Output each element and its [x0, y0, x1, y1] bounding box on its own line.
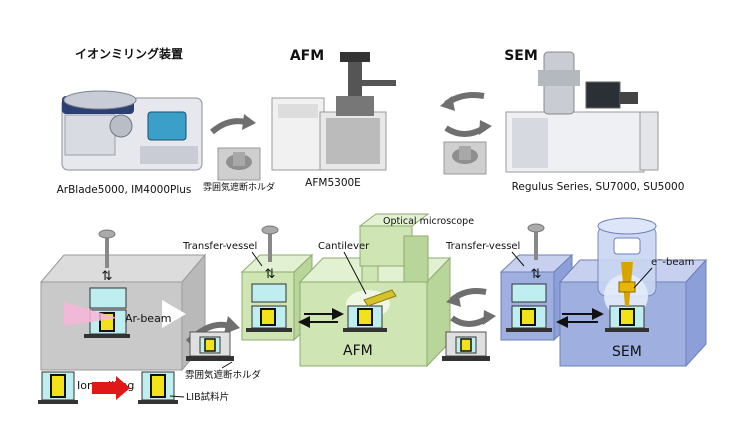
ebeam-label: e⁻-beam	[651, 257, 694, 268]
arrow-head-icon	[446, 292, 461, 307]
ar-beam-label: Ar-beam	[125, 312, 172, 325]
optical-microscope-label: Optical microscope	[383, 216, 474, 227]
transfer-arrow-icon	[444, 125, 486, 137]
arrow-head-icon	[440, 96, 455, 111]
up-down-arrows-icon: ⇅	[102, 269, 113, 284]
transfer-vessel-pointer	[251, 251, 263, 267]
ion-milling-device-image	[61, 90, 203, 171]
ion-milling-chamber: ⇅	[39, 229, 207, 372]
transfer-arrow-icon	[450, 315, 490, 327]
ion-milling-models: ArBlade5000, IM4000Plus	[57, 184, 192, 196]
lib-sample-after-icon	[138, 371, 178, 404]
lib-pointer	[169, 395, 185, 398]
holder-label-top: 雰囲気遮断ホルダ	[203, 181, 275, 193]
holder-pointer	[221, 361, 233, 369]
holder-photo-image	[217, 147, 261, 181]
arrow-head-icon	[224, 316, 240, 334]
up-down-arrows-icon: ⇅	[265, 267, 276, 282]
holder-icon	[186, 331, 234, 361]
arrow-head-icon	[479, 120, 492, 135]
cantilever-label: Cantilever	[318, 241, 370, 252]
arrow-head-icon	[242, 114, 256, 130]
lib-sample-before-icon	[38, 371, 78, 404]
lib-sample-label: LIB試料片	[186, 391, 229, 403]
holder-photo-image	[443, 141, 487, 175]
afm-device-image	[271, 52, 396, 171]
holder-label-bottom: 雰囲気遮断ホルダ	[185, 369, 262, 381]
sem-models: Regulus Series, SU7000, SU5000	[512, 181, 685, 193]
afm-title: AFM	[290, 48, 324, 64]
sem-chamber-label: SEM	[612, 344, 642, 360]
afm-chamber-label: AFM	[343, 343, 373, 359]
afm-chamber: ⇅	[240, 213, 452, 368]
ebeam-pointer	[633, 267, 653, 289]
transfer-arrow-icon	[210, 118, 247, 135]
sem-device-image	[505, 51, 659, 173]
holder-icon	[442, 331, 490, 361]
transfer-vessel-pointer	[511, 251, 525, 267]
afm-model: AFM5300E	[305, 177, 361, 189]
up-down-arrows-icon: ⇅	[531, 267, 542, 282]
red-arrow-icon	[92, 376, 130, 400]
transfer-vessel-label-1: Transfer-vessel	[182, 241, 257, 252]
ion-milling-title: イオンミリング装置	[75, 46, 183, 61]
sem-title: SEM	[504, 48, 538, 64]
cantilever-pointer	[343, 251, 367, 295]
transfer-vessel-label-2: Transfer-vessel	[445, 241, 520, 252]
arrow-head-icon	[483, 310, 496, 325]
sem-chamber: ⇅	[499, 217, 708, 368]
